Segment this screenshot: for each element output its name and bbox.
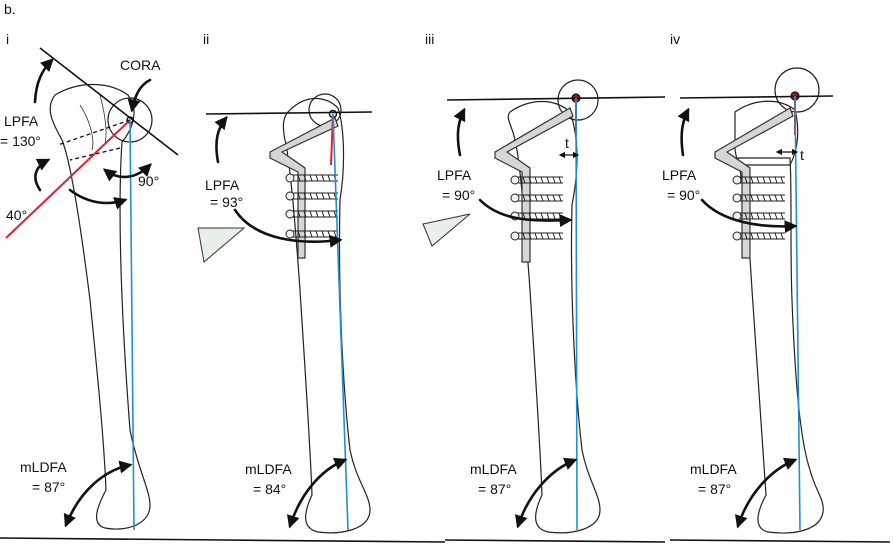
lpfa-label: LPFA <box>4 113 39 129</box>
lpfa-value: = 130° <box>0 133 41 149</box>
joint-orientation-line <box>39 47 179 156</box>
mldfa-value: = 87° <box>478 481 511 497</box>
t-label: t <box>800 147 804 163</box>
panel-numeral: i <box>6 31 9 47</box>
femoral-head <box>557 79 599 121</box>
lpfa-label: LPFA <box>437 167 472 183</box>
cora-label: CORA <box>120 57 161 73</box>
wedge <box>197 227 246 263</box>
panel-numeral: ii <box>203 31 209 47</box>
mldfa-value: = 84° <box>253 481 286 497</box>
femur-outline <box>49 83 151 530</box>
angle-90-label: 90° <box>138 173 159 189</box>
osteotomy-line <box>5 119 131 239</box>
mldfa-label: mLDFA <box>470 461 517 477</box>
mechanical-axis <box>129 119 135 531</box>
mldfa-label: mLDFA <box>690 461 737 477</box>
mechanical-axis <box>332 113 349 531</box>
lpfa-label: LPFA <box>662 167 697 183</box>
angle-40-label: 40° <box>6 207 27 223</box>
joint-orientation-line <box>446 96 666 101</box>
mldfa-value: = 87° <box>32 479 65 495</box>
lpfa-value: = 93° <box>210 194 243 210</box>
mldfa-label: mLDFA <box>245 461 292 477</box>
mldfa-value: = 87° <box>698 481 731 497</box>
t-label: t <box>565 135 569 151</box>
panel-iii: iii t LPFA = 90° mLDFA = 87° <box>422 31 666 543</box>
panel-ii: ii LPFA = 93° mLDFA = 84° <box>197 31 446 543</box>
lpfa-label: LPFA <box>205 177 240 193</box>
figure-label: b. <box>4 1 16 17</box>
mldfa-label: mLDFA <box>20 459 67 475</box>
lpfa-value: = 90° <box>442 187 475 203</box>
panel-numeral: iv <box>670 31 680 47</box>
mechanical-axis <box>794 95 801 531</box>
joint-orientation-line <box>205 111 373 115</box>
femoral-head <box>774 67 820 113</box>
mechanical-axis <box>575 97 578 531</box>
wedge <box>422 213 471 247</box>
joint-orientation-line <box>679 95 834 99</box>
lpfa-value: = 90° <box>667 187 700 203</box>
panel-iv: iv t LPFA = 90° mLDFA = 87° <box>662 31 891 543</box>
panel-numeral: iii <box>425 31 434 47</box>
panel-i: i CORA LPFA = 130° 90° 40° mLDFA = 87° <box>0 31 226 541</box>
